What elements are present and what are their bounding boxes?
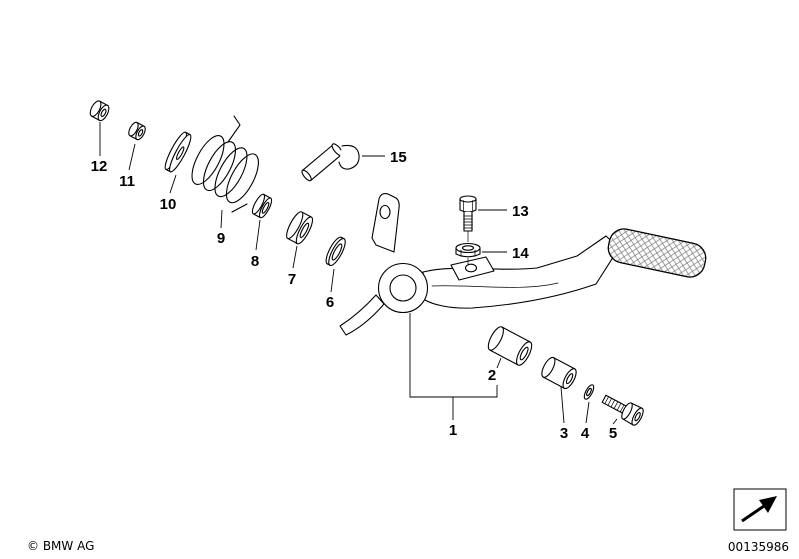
part-12-nut	[89, 100, 110, 122]
part-9-spring	[191, 115, 259, 213]
callout-10: 10	[160, 196, 177, 213]
pedal-arm	[339, 193, 620, 336]
callout-9: 9	[217, 230, 225, 247]
callout-14: 14	[512, 245, 529, 262]
part-4-washer	[583, 384, 595, 400]
callout-5: 5	[609, 425, 617, 442]
callout-12: 12	[91, 158, 108, 175]
part-2-bushing	[487, 326, 533, 366]
part-7-bushing	[286, 211, 314, 245]
part-14-nut	[455, 242, 481, 265]
part-8-bushing	[251, 193, 273, 219]
part-3-bushing	[541, 356, 577, 390]
callout-3: 3	[560, 425, 568, 442]
pedal-pad	[607, 228, 707, 278]
callout-15: 15	[390, 149, 407, 166]
direction-arrow-icon	[733, 488, 787, 531]
part-5-bolt	[601, 394, 644, 426]
callout-11: 11	[119, 173, 135, 190]
part-11-nut	[128, 121, 146, 141]
callout-6: 6	[326, 294, 334, 311]
part-15-pin	[301, 143, 360, 182]
copyright-label: © BMW AG	[27, 539, 94, 553]
part-13-bolt	[459, 195, 477, 243]
callout-7: 7	[288, 271, 296, 288]
callout-13: 13	[512, 203, 529, 220]
part-10-washer	[164, 131, 192, 173]
document-number: 00135986	[728, 540, 789, 554]
pedal-bracket-plate	[450, 256, 495, 281]
callout-1: 1	[449, 422, 457, 439]
part-6-washer	[325, 236, 346, 266]
leader-lines	[99, 122, 618, 425]
callouts: 1 2 3 4 5 6 7 8 9 10 11 12 13 14 15	[91, 149, 618, 442]
callout-8: 8	[251, 253, 259, 270]
callout-4: 4	[581, 425, 590, 442]
callout-2: 2	[488, 367, 496, 384]
